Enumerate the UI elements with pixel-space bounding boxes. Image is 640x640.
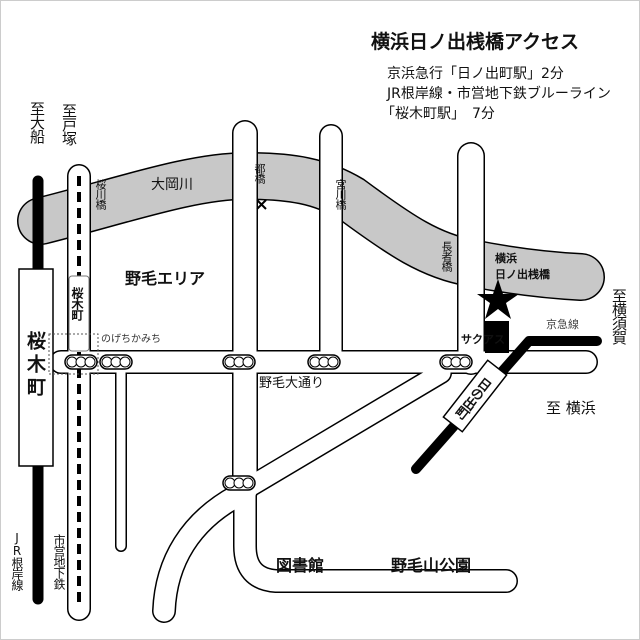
- subway-station-label: 桜木町: [70, 287, 84, 320]
- street-label: 野毛大通り: [259, 376, 325, 391]
- ooka-river: [17, 151, 605, 301]
- miyagawa-bridge-label: 宮川橋: [334, 179, 347, 209]
- traffic-light-icon: [307, 354, 341, 370]
- pier-label-line-1: 横浜: [495, 252, 517, 265]
- sakuas-building: [485, 321, 509, 353]
- sakuas-label: サクアス: [461, 333, 505, 346]
- subway-station-box: [68, 275, 90, 352]
- hinodecho-label-box: [442, 359, 508, 433]
- to-yokosuka-label: 至横須賀: [610, 288, 628, 344]
- noge-area-label: 野毛エリア: [125, 269, 206, 288]
- pier-star-icon: [477, 279, 519, 319]
- to-ofuna-label: 至大船: [28, 101, 46, 143]
- miyako-bridge-label: 都橋: [253, 163, 266, 183]
- subway-line-label: 市営地下鉄: [52, 534, 66, 589]
- library-label: 図書館: [276, 556, 325, 575]
- traffic-light-icon: [222, 354, 256, 370]
- jr-station-label: 桜木町: [24, 331, 46, 400]
- access-line-2: JR根岸線・市営地下鉄ブルーライン: [387, 86, 611, 102]
- access-line-1: 京浜急行「日ノ出町駅」2分: [387, 66, 564, 82]
- traffic-light-icon: [222, 475, 256, 491]
- page-title: 横浜日ノ出桟橋アクセス: [371, 31, 580, 53]
- noge-park-label: 野毛山公園: [391, 556, 472, 575]
- pier-label-line-2: 日ノ出桟橋: [495, 268, 550, 281]
- traffic-light-icon: [99, 354, 133, 370]
- access-line-3: 「桜木町駅」 7分: [381, 106, 495, 122]
- underpass-box: [48, 333, 99, 375]
- keikyu-line: [411, 336, 602, 474]
- jr-line-label: JR根岸線: [10, 531, 24, 590]
- chosha-bridge-label: 長者橋: [440, 241, 453, 271]
- traffic-light-icon: [64, 354, 98, 370]
- river-label: 大岡川: [151, 177, 193, 193]
- jr-station-box: [18, 268, 54, 467]
- underpass-label: のげちかみち: [101, 334, 161, 345]
- to-totsuka-label: 至戸塚: [60, 103, 78, 145]
- sakuragawa-bridge-label: 桜川橋: [94, 179, 107, 209]
- miyako-bridge-x-icon: [256, 199, 267, 210]
- to-yokohama-label: 至 横浜: [546, 399, 596, 417]
- traffic-light-icon: [439, 354, 473, 370]
- traffic-lights: [64, 354, 473, 491]
- keikyu-line-label: 京急線: [546, 318, 579, 331]
